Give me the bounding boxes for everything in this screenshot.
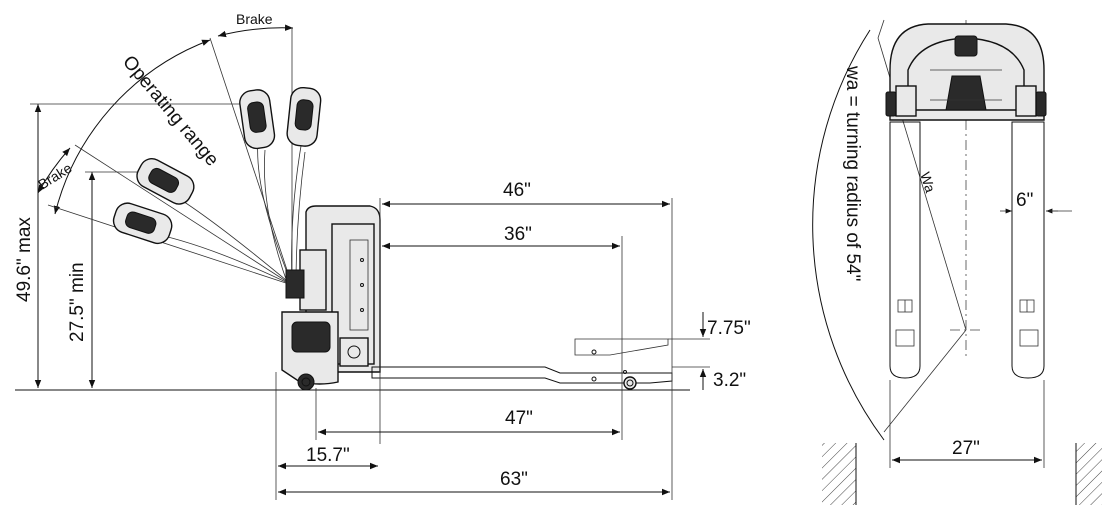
truck-head-top bbox=[885, 23, 1047, 121]
top-forks bbox=[889, 121, 1045, 379]
wa-label: Wa bbox=[917, 170, 939, 195]
tiller-head-upright-1 bbox=[239, 89, 276, 150]
brake-top-label: Brake bbox=[236, 11, 273, 27]
fork-width-label: 6" bbox=[1016, 190, 1033, 211]
fork bbox=[371, 338, 673, 390]
dim-7-75-label: 7.75" bbox=[707, 318, 751, 339]
wall-left-hatch bbox=[822, 443, 856, 505]
brake-left-arc bbox=[37, 147, 71, 194]
tiller-head-tilted-1 bbox=[136, 158, 195, 205]
height-min-label: 27.5" min bbox=[67, 262, 88, 342]
radius-line-lower bbox=[883, 329, 967, 433]
width-27-label: 27" bbox=[952, 438, 980, 459]
arc-top-tick bbox=[877, 19, 885, 39]
turning-radius-label: wa = turning radius of 54" bbox=[842, 65, 863, 281]
height-max-label: 49.6" max bbox=[14, 217, 35, 302]
truck-body bbox=[281, 205, 381, 391]
dim-47-label: 47" bbox=[505, 408, 533, 429]
turning-radius-arc bbox=[812, 29, 885, 441]
wall-right-hatch bbox=[1076, 443, 1102, 505]
dim-63-label: 63" bbox=[500, 469, 528, 490]
brake-left-label: Brake bbox=[35, 159, 75, 192]
dim-46-label: 46" bbox=[503, 180, 531, 201]
tiller-head-tilted-2 bbox=[112, 202, 173, 245]
tiller-radial-lines bbox=[47, 28, 306, 286]
brake-top-arc bbox=[217, 24, 294, 38]
side-view: 49.6" max 27.5" min Operating range Brak… bbox=[14, 11, 751, 500]
dim-36-label: 36" bbox=[504, 224, 532, 245]
dim-3-2-label: 3.2" bbox=[713, 370, 746, 391]
dim-15-7-label: 15.7" bbox=[306, 445, 350, 466]
tiller-head-upright-2 bbox=[286, 86, 322, 147]
top-view: Wa wa = turning radius of 54" bbox=[812, 19, 1102, 505]
operating-range-label: Operating range bbox=[118, 52, 222, 171]
